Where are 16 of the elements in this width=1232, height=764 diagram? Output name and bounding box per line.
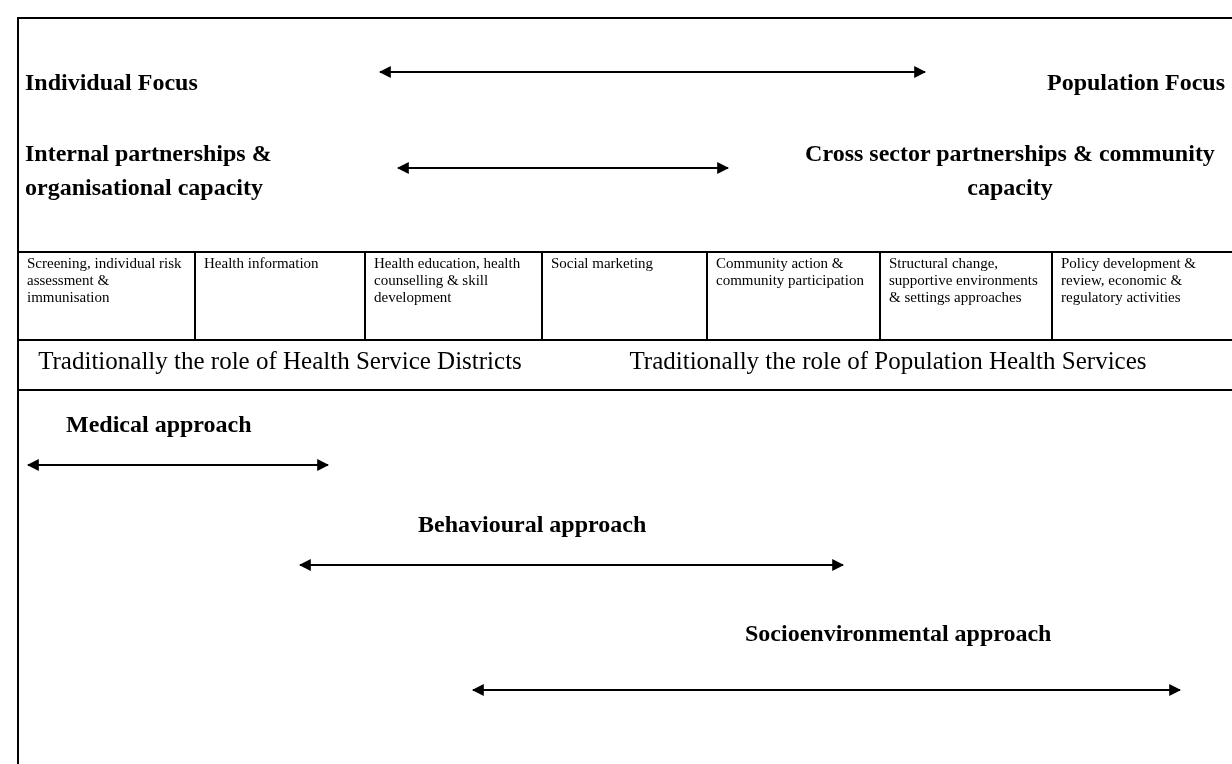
role-text: Traditionally the role of Population Health Services	[628, 347, 1148, 376]
heading: Cross sector partnerships & community capacity	[804, 139, 1216, 202]
table-cell: Social marketing	[543, 253, 708, 340]
table-cell: Health information	[196, 253, 366, 340]
heading: Socioenvironmental approach	[745, 619, 1053, 648]
table-cell: Screening, individual risk assessment & immunisation	[19, 253, 196, 340]
heading: Individual Focus	[25, 68, 199, 97]
role-text: Traditionally the role of Health Service Districts	[37, 347, 523, 376]
table-cell-text: Policy development & review, economic & regulatory activities	[1060, 254, 1197, 307]
table-cell: Health education, health counselling & skill development	[366, 253, 543, 340]
table-cell: Community action & community participation	[708, 253, 881, 340]
heading: Behavioural approach	[418, 510, 648, 539]
heading: Medical approach	[66, 410, 253, 439]
heading: Internal partnerships & organisational capacity	[25, 139, 273, 202]
heading: Population Focus	[1045, 68, 1225, 97]
table-cell: Structural change, supportive environments & settings approaches	[881, 253, 1053, 340]
